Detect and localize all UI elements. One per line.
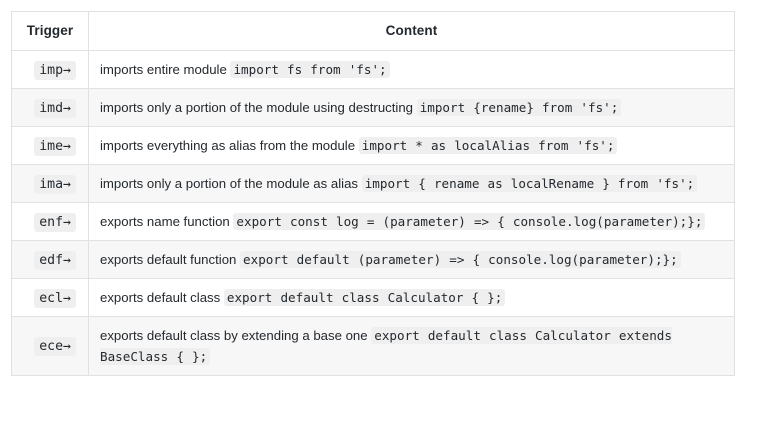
snippet-description: imports entire module — [100, 62, 231, 77]
trigger-cell: enf→ — [11, 202, 89, 241]
snippet-description: imports everything as alias from the mod… — [100, 138, 359, 153]
trigger-code-chip: imd→ — [34, 98, 76, 118]
table-body: imp→ imports entire module import fs from… — [11, 50, 735, 376]
snippet-code: import * as localAlias from 'fs'; — [358, 137, 618, 154]
content-cell: exports default class export default cla… — [88, 278, 735, 317]
snippet-description: imports only a portion of the module usi… — [100, 100, 417, 115]
table-row: ecl→ exports default class export default… — [11, 278, 735, 317]
table-header: Trigger Content — [11, 11, 735, 51]
table-row: ima→ imports only a portion of the module… — [11, 164, 735, 203]
snippet-code: export const log = (parameter) => { cons… — [233, 213, 706, 230]
content-cell: imports only a portion of the module usi… — [88, 88, 735, 127]
trigger-code-chip: ecl→ — [34, 288, 76, 308]
table-header-row: Trigger Content — [11, 11, 735, 51]
content-cell: exports name function export const log =… — [88, 202, 735, 241]
content-cell: exports default class by extending a bas… — [88, 316, 735, 376]
trigger-code-chip: edf→ — [34, 250, 76, 270]
content-cell: exports default function export default … — [88, 240, 735, 279]
snippet-trigger-table: Trigger Content imp→ imports entire modul… — [11, 11, 735, 376]
table-row: ece→ exports default class by extending a… — [11, 316, 735, 376]
table-row: ime→ imports everything as alias from the… — [11, 126, 735, 165]
snippet-code: import fs from 'fs'; — [230, 61, 390, 78]
snippet-description: imports only a portion of the module as … — [100, 176, 362, 191]
snippet-description: exports default class by extending a bas… — [100, 328, 372, 343]
table-row: imd→ imports only a portion of the module… — [11, 88, 735, 127]
trigger-cell: ime→ — [11, 126, 89, 165]
content-cell: imports everything as alias from the mod… — [88, 126, 735, 165]
snippet-code: import { rename as localRename } from 'f… — [361, 175, 698, 192]
snippet-description: exports name function — [100, 214, 234, 229]
trigger-cell: ece→ — [11, 316, 89, 376]
trigger-code-chip: ime→ — [34, 136, 76, 156]
trigger-cell: imd→ — [11, 88, 89, 127]
snippet-description: exports default function — [100, 252, 241, 267]
content-cell: imports entire module import fs from 'fs… — [88, 50, 735, 89]
trigger-code-chip: imp→ — [34, 60, 76, 80]
trigger-cell: ima→ — [11, 164, 89, 203]
trigger-cell: ecl→ — [11, 278, 89, 317]
snippet-code: export default class Calculator { }; — [223, 289, 506, 306]
trigger-code-chip: ima→ — [34, 174, 76, 194]
trigger-code-chip: enf→ — [34, 212, 76, 232]
trigger-cell: imp→ — [11, 50, 89, 89]
column-header-trigger: Trigger — [11, 11, 89, 51]
trigger-code-chip: ece→ — [34, 337, 76, 356]
snippet-code: import {rename} from 'fs'; — [416, 99, 622, 116]
table-row: edf→ exports default function export defa… — [11, 240, 735, 279]
content-cell: imports only a portion of the module as … — [88, 164, 735, 203]
trigger-cell: edf→ — [11, 240, 89, 279]
snippet-code: export default (parameter) => { console.… — [240, 251, 681, 268]
table-row: imp→ imports entire module import fs from… — [11, 50, 735, 89]
column-header-content: Content — [88, 11, 735, 51]
table-row: enf→ exports name function export const l… — [11, 202, 735, 241]
snippet-description: exports default class — [100, 290, 224, 305]
